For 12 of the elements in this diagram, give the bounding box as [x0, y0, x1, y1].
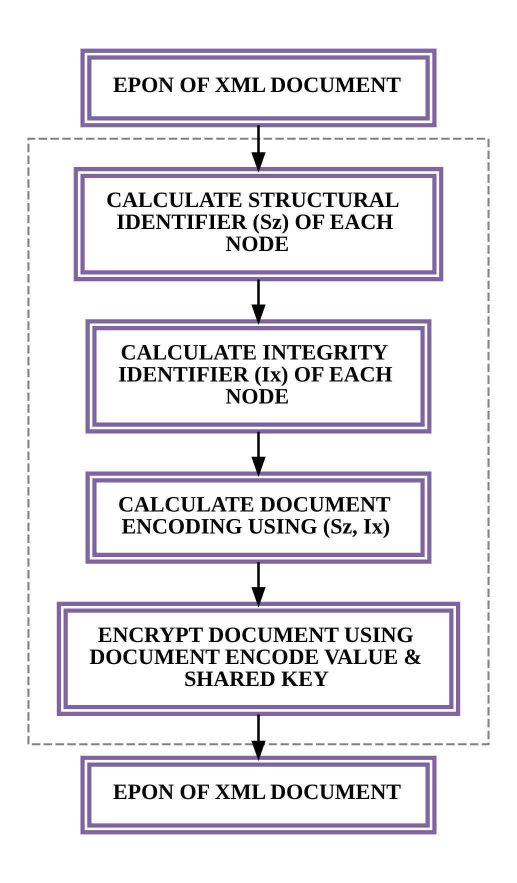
arrow	[251, 280, 266, 325]
node-box: CALCULATE STRUCTURAL IDENTIFIER (Sz) OF EACH NODE	[74, 167, 444, 282]
node-box: EPON OF XML DOCUMENT	[80, 48, 437, 128]
arrow	[251, 125, 266, 173]
arrow	[251, 714, 266, 762]
node-box: ENCRYPT DOCUMENT USING DOCUMENT ENCODE VALUE & SHARED KEY	[56, 602, 460, 716]
node-box: CALCULATE DOCUMENT ENCODING USING (Sz, Ix)	[86, 472, 432, 564]
arrow	[251, 562, 266, 608]
node-box: CALCULATE INTEGRITY IDENTIFIER (Ix) OF EACH NODE	[86, 319, 432, 434]
arrow	[251, 432, 266, 478]
cluster	[27, 138, 490, 746]
node-box: EPON OF XML DOCUMENT	[80, 756, 437, 834]
